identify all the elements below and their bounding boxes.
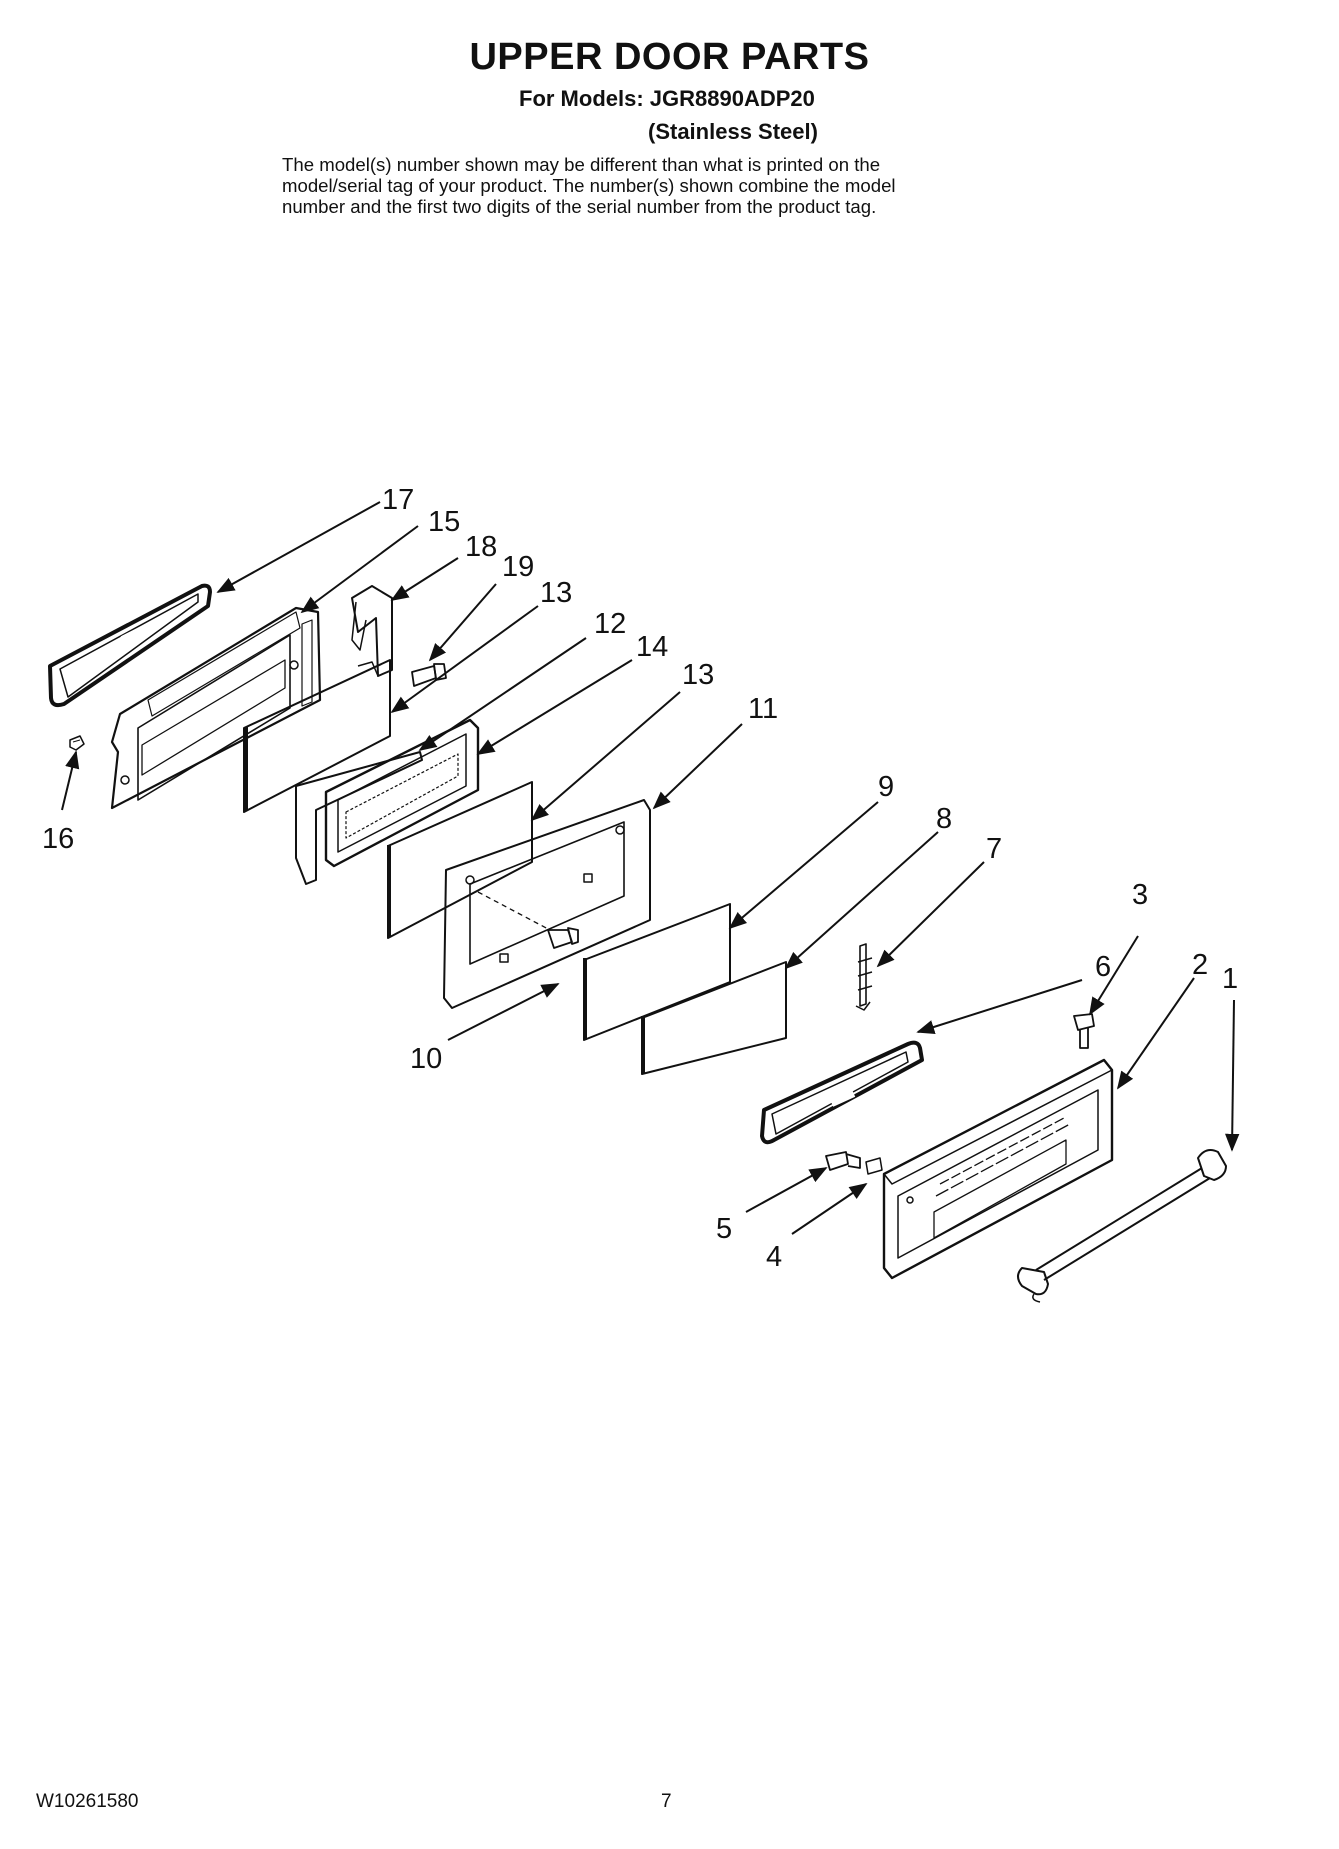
page-title: UPPER DOOR PARTS [469,36,870,78]
callout-13: 13 [540,577,572,609]
part-17-gasket [48,583,212,708]
callout-1: 1 [1222,963,1238,995]
callout-6: 6 [1095,951,1111,983]
part-4-spacer [865,1157,883,1175]
part-2-outer-door [882,1058,1114,1280]
callout-2: 2 [1192,949,1208,981]
callout-17: 17 [382,484,414,516]
part-9-glass [583,903,731,1041]
disclaimer-line: number and the first two digits of the s… [282,196,877,217]
part-19-screw [411,663,447,687]
part-1-handle [1017,1149,1227,1303]
callout-15: 15 [428,506,460,538]
disclaimer-line: model/serial tag of your product. The nu… [282,175,896,196]
disclaimer-line: The model(s) number shown may be differe… [282,154,881,175]
model-disclaimer: The model(s) number shown may be differe… [282,154,1082,217]
part-13-glass-front [387,781,533,939]
callout-8: 8 [936,803,952,835]
part-10-screw [547,927,579,949]
model-number: For Models: JGR8890ADP20 [519,86,815,111]
callout-13-second: 13 [682,659,714,691]
callout-12: 12 [594,608,626,640]
callout-labels: 17 15 18 19 13 12 14 13 11 9 8 7 6 3 2 1… [42,484,1238,1273]
part-14-glass-pack [324,718,480,868]
leader-lines [61,501,1240,1235]
callout-10: 10 [410,1043,442,1075]
part-8-glass [641,961,787,1075]
part-16-clip [69,735,85,751]
part-3-screw [1073,1013,1095,1049]
part-5-screw [825,1151,861,1171]
callout-9: 9 [878,771,894,803]
part-7-clip [855,943,873,1011]
part-13-glass-rear [243,659,391,813]
callout-5: 5 [716,1213,732,1245]
callout-18: 18 [465,531,497,563]
callout-3: 3 [1132,879,1148,911]
part-6-gasket [760,1040,924,1145]
callout-7: 7 [986,833,1002,865]
page-number: 7 [661,1791,672,1812]
part-12-insulation [295,751,423,885]
callout-19: 19 [502,551,534,583]
callout-4: 4 [766,1241,782,1273]
model-variant: (Stainless Steel) [648,119,818,144]
callout-11: 11 [748,693,778,725]
callout-14: 14 [636,631,668,663]
callout-16: 16 [42,823,74,855]
document-number: W10261580 [36,1791,139,1812]
part-11-retainer [443,799,651,1009]
part-15-inner-door-panel [110,606,322,810]
part-18-hinge [351,585,393,677]
